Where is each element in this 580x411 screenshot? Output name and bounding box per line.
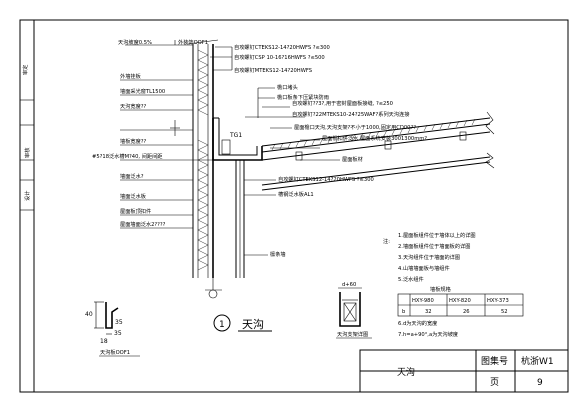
table-row-label: b <box>402 309 406 315</box>
spec-table: HXY-980 HXY-820 HXY-373 b 32 26 52 <box>397 293 524 317</box>
page-label: 页 <box>490 377 499 388</box>
signature-strip <box>19 19 35 393</box>
callout-left-4: 墙板宽度?? <box>120 137 147 145</box>
callout-right-8: 屋面板扣件泛水,屋面系统安装3001300mm? <box>322 134 427 142</box>
notes-extra: 6.d为天沟的宽度 7.h=a+90°,a为天沟坡度 <box>398 319 458 338</box>
left-callouts: 外装饰OOF1 天沟坡度0.5% 外墙挂板 墙面采光窗TL1500 天沟宽度??… <box>92 38 208 228</box>
atlas-label: 图集号 <box>481 355 508 367</box>
notes-block: 注: 1.屋面板组件位于墙体以上的详图 2.墙面板组件位于墙面板的详图 3.天沟… <box>383 231 476 293</box>
note-2: 2.墙面板组件位于墙面板的详图 <box>398 242 470 250</box>
bracket-label: 天沟支架详图 <box>337 330 368 338</box>
profile-dim-2: 18 <box>100 338 108 345</box>
sheet-border <box>19 19 569 393</box>
roof-section <box>261 111 495 191</box>
callout-left-9: 屋面墙面泛水2???? <box>120 220 166 228</box>
table-value-1: 26 <box>463 309 470 315</box>
strip-label-approve: 审定 <box>21 65 29 75</box>
profile-dim-3: 35 <box>114 330 122 337</box>
profile-label: 天沟板OOF1 <box>100 348 130 356</box>
note-6: 6.d为天沟的宽度 <box>398 319 437 327</box>
callout-right-12: 檩条墙 <box>270 250 286 258</box>
notes-lead: 注: <box>383 237 390 245</box>
callout-right-11: 槽钢泛水板AL1 <box>278 190 314 198</box>
table-header-1: HXY-820 <box>449 298 471 304</box>
callout-left-2: 墙面采光窗TL1500 <box>120 87 165 95</box>
table-header-0: HXY-980 <box>412 298 434 304</box>
callout-right-3: 檐口堵头 <box>277 83 298 91</box>
profile-dim-0: 40 <box>85 311 93 318</box>
right-callouts: 自攻螺钉CTEKS12-14?20HWFS ?≤300 自攻螺钉CSP 10-1… <box>229 43 427 258</box>
callout-right-1: 自攻螺钉CSP 10-16?16HWFS ?≤500 <box>234 53 325 61</box>
drawing-title: 天沟 <box>397 366 415 378</box>
callout-right-9: 屋面板材 <box>342 155 363 163</box>
title-block: 天沟 图集号 杭浙W1 页 9 <box>359 349 569 393</box>
callout-right-4: 檐口板条下压紧块防雨 <box>277 93 329 101</box>
callout-right-5: 自攻螺钉??3?,用于密封屋面板接缝, ?≤250 <box>292 99 393 107</box>
callout-right-0: 自攻螺钉CTEKS12-14?20HWFS ?≤300 <box>234 43 330 51</box>
callout-left-6: 墙面泛水? <box>120 172 144 180</box>
callout-right-7: 屋面檐口天沟,天沟支架?不小于1000,固定用CD00?? <box>294 123 416 131</box>
callout-left-1: 外墙挂板 <box>120 72 142 80</box>
note-7: 7.h=a+90°,a为天沟坡度 <box>398 330 458 338</box>
callout-tg: TG1 <box>229 132 242 139</box>
bracket-dim: d+60 <box>342 282 356 288</box>
gutter-profile: 40 35 18 35 天沟板OOF1 <box>85 301 140 357</box>
table-title: 墙板规格 <box>430 285 452 293</box>
note-1: 1.屋面板组件位于墙体以上的详图 <box>398 231 476 239</box>
callout-right-6: 自攻螺钉?22MTEKS10-24?25WAF?系列天沟连接 <box>292 110 409 118</box>
callout-left-7: 墙面泛水板 <box>120 192 147 200</box>
detail-number: 1 <box>219 320 225 330</box>
callout-right-2: 自攻螺钉MTEKS12-14?20HWFS <box>234 66 312 74</box>
note-4: 4.山墙墙面板与墙组件 <box>398 264 450 272</box>
callout-right-10: 自攻螺钉CTEKS12-14?20HWFS ?≤300 <box>278 175 374 183</box>
bracket-detail: d+60 天沟支架详图 <box>336 282 372 339</box>
profile-dim-1: 35 <box>115 319 123 326</box>
detail-name: 天沟 <box>242 318 264 331</box>
detail-tag: 1 天沟 <box>213 314 272 332</box>
callout-left-8: 屋面板顶扣件 <box>120 207 151 215</box>
table-value-0: 32 <box>425 309 432 315</box>
note-5: 5.泛水组件 <box>398 275 424 283</box>
atlas-value: 杭浙W1 <box>521 355 554 367</box>
callout-left-3: 天沟宽度?? <box>120 102 147 110</box>
leader-lines <box>120 40 340 256</box>
table-header-2: HXY-373 <box>487 298 509 304</box>
strip-label-review: 审核 <box>23 148 31 158</box>
strip-label-design: 设计 <box>23 191 31 201</box>
page-value: 9 <box>537 378 543 388</box>
note-3: 3.天沟组件位于墙面的详图 <box>398 253 460 261</box>
table-value-2: 52 <box>501 309 508 315</box>
wall-section <box>187 39 263 299</box>
callout-left-0: 天沟坡度0.5% <box>118 38 152 46</box>
callout-left-5: #5?18泛水槽M?40, 间距间距 <box>92 152 162 160</box>
callout-top: 外装饰OOF1 <box>178 38 208 46</box>
